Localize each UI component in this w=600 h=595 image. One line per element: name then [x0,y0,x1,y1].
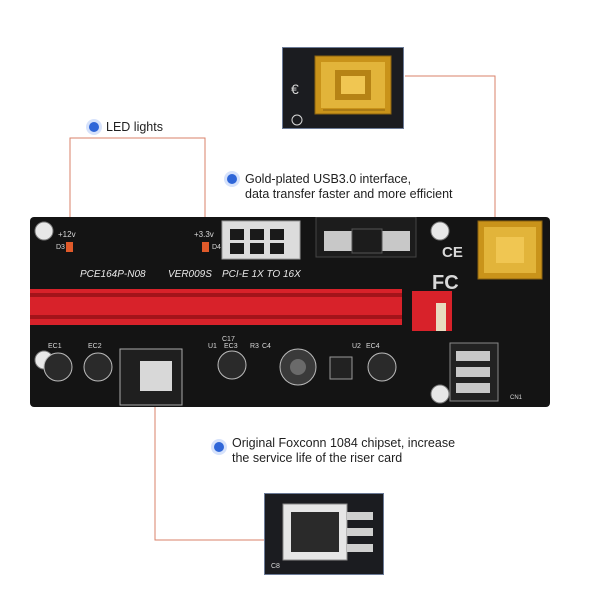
svg-text:FC: FC [432,272,459,294]
svg-text:+12v: +12v [58,230,76,239]
svg-text:CE: CE [442,244,463,261]
svg-text:EC2: EC2 [88,343,102,350]
svg-text:PCE164P-N08: PCE164P-N08 [80,269,146,280]
led-bullet [89,122,99,132]
led-label: LED lights [106,120,163,134]
usb-label-line2: data transfer faster and more efficient [245,187,453,201]
svg-text:VER009S: VER009S [168,269,212,280]
usb-bullet [227,174,237,184]
svg-text:€: € [291,81,299,97]
svg-text:EC1: EC1 [48,343,62,350]
chip-callout-line [154,365,268,541]
svg-text:C17: C17 [222,336,235,343]
svg-text:D4: D4 [212,244,221,251]
chip-zoom-inset: C8 [264,493,384,575]
usb-zoom-inset: € [282,47,404,129]
svg-text:D3: D3 [56,244,65,251]
riser-board: CE FC +12v +3.3v D3 D4 PCE164P-N08 VER00… [30,217,550,407]
svg-text:EC4: EC4 [366,343,380,350]
svg-text:CN1: CN1 [510,395,523,401]
svg-text:PCI-E 1X TO 16X: PCI-E 1X TO 16X [222,269,301,280]
svg-text:C8: C8 [271,563,280,570]
chip-label-line2: the service life of the riser card [232,451,403,465]
usb-port-closeup: € [283,48,403,128]
chip-label-line1: Original Foxconn 1084 chipset, increase [232,436,456,450]
svg-text:+3.3v: +3.3v [194,230,214,239]
usb-label-line1: Gold-plated USB3.0 interface, [245,172,412,186]
chip-closeup: C8 [265,494,383,574]
svg-text:C4: C4 [262,343,271,350]
svg-text:R3: R3 [250,343,259,350]
svg-text:U2: U2 [352,343,361,350]
chip-bullet [214,442,224,452]
usb-callout-line [405,75,496,230]
led-callout-line [69,137,206,250]
svg-text:EC3: EC3 [224,343,238,350]
svg-text:U1: U1 [208,343,217,350]
